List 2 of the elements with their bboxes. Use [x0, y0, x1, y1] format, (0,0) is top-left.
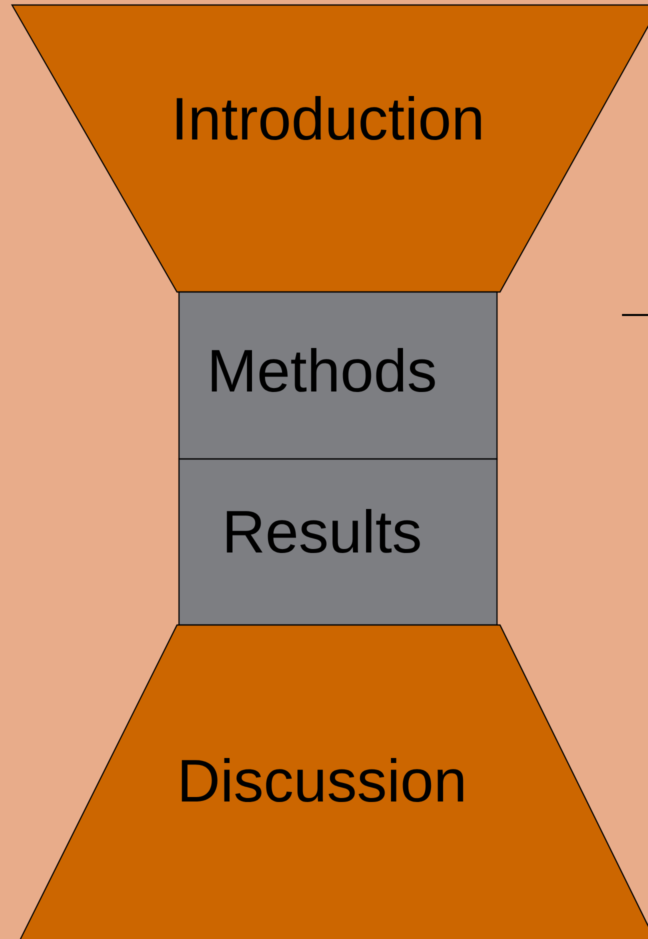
section-box: Results: [178, 458, 498, 626]
section-box: Methods: [178, 291, 498, 460]
